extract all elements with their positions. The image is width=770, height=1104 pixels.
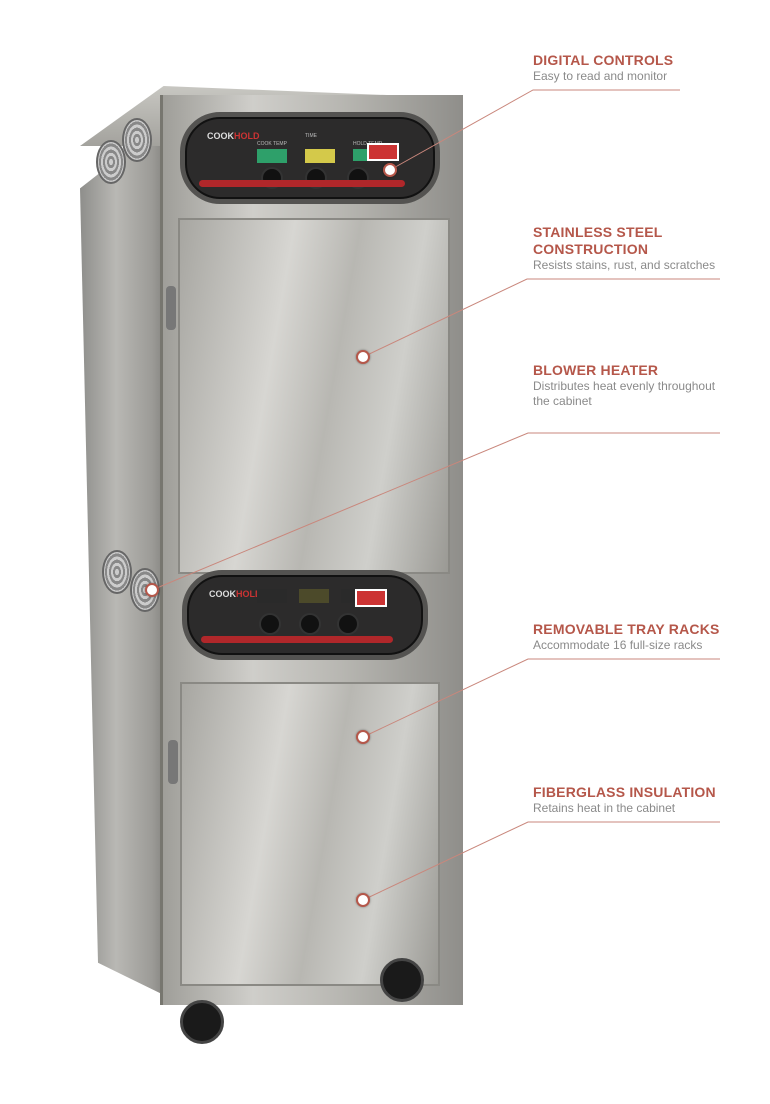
upper-door-handle[interactable] bbox=[166, 286, 176, 330]
panel-label: COOK TEMP bbox=[257, 141, 287, 147]
upper-door[interactable] bbox=[178, 218, 450, 574]
brand-logo bbox=[355, 589, 387, 607]
lower-door-handle[interactable] bbox=[168, 740, 178, 784]
callout-subtitle: Retains heat in the cabinet bbox=[533, 801, 676, 815]
callout-digital-controls: DIGITAL CONTROLS Easy to read and monito… bbox=[533, 52, 673, 84]
lower-door[interactable] bbox=[180, 682, 440, 986]
panel-label: TIME bbox=[305, 133, 317, 139]
panel-brand: COOKHOLD bbox=[207, 131, 260, 141]
blower-fan-icon bbox=[102, 550, 132, 594]
callout-title: STAINLESS STEEL CONSTRUCTION bbox=[533, 224, 663, 257]
callout-title: FIBERGLASS INSULATION bbox=[533, 784, 716, 800]
upper-control-panel: COOKHOLD COOK TEMP TIME HOLD TEMP bbox=[180, 112, 440, 204]
leader-line-insulation bbox=[362, 821, 720, 901]
hotspot-insulation[interactable] bbox=[356, 893, 370, 907]
leader-line-tray-racks bbox=[362, 658, 720, 738]
top-fan-icon bbox=[96, 140, 126, 184]
cook-display bbox=[257, 589, 287, 603]
lower-control-panel: COOKHOLD bbox=[182, 570, 428, 660]
time-display bbox=[305, 149, 335, 163]
callout-tray-racks: REMOVABLE TRAY RACKS Accommodate 16 full… bbox=[533, 621, 720, 653]
caster-wheel bbox=[180, 1000, 224, 1044]
leader-line-stainless-steel bbox=[362, 278, 720, 358]
cook-knob[interactable] bbox=[259, 613, 281, 635]
callout-title: DIGITAL CONTROLS bbox=[533, 52, 674, 68]
hotspot-tray-racks[interactable] bbox=[356, 730, 370, 744]
callout-insulation: FIBERGLASS INSULATION Retains heat in th… bbox=[533, 784, 716, 816]
hotspot-digital-controls[interactable] bbox=[383, 163, 397, 177]
callout-title: REMOVABLE TRAY RACKS bbox=[533, 621, 720, 637]
leader-line-blower-heater bbox=[151, 432, 720, 591]
callout-title: BLOWER HEATER bbox=[533, 362, 659, 378]
brand-logo bbox=[367, 143, 399, 161]
panel-brand: COOKHOLD bbox=[209, 589, 262, 599]
callout-subtitle: Resists stains, rust, and scratches bbox=[533, 258, 716, 272]
time-display bbox=[299, 589, 329, 603]
hotspot-blower-heater[interactable] bbox=[145, 583, 159, 597]
panel-stripe bbox=[201, 636, 393, 643]
callout-blower-heater: BLOWER HEATER Distributes heat evenly th… bbox=[533, 362, 715, 409]
callout-stainless-steel: STAINLESS STEEL CONSTRUCTION Resists sta… bbox=[533, 224, 715, 273]
hold-knob[interactable] bbox=[337, 613, 359, 635]
leader-line-digital-controls bbox=[389, 89, 680, 171]
hotspot-stainless-steel[interactable] bbox=[356, 350, 370, 364]
cook-display bbox=[257, 149, 287, 163]
caster-wheel bbox=[380, 958, 424, 1002]
time-knob[interactable] bbox=[299, 613, 321, 635]
callout-subtitle: Accommodate 16 full-size racks bbox=[533, 638, 703, 652]
callout-subtitle: Easy to read and monitor bbox=[533, 69, 668, 83]
top-fan-icon bbox=[122, 118, 152, 162]
panel-stripe bbox=[199, 180, 405, 187]
callout-subtitle: Distributes heat evenly throughout the c… bbox=[533, 379, 716, 408]
